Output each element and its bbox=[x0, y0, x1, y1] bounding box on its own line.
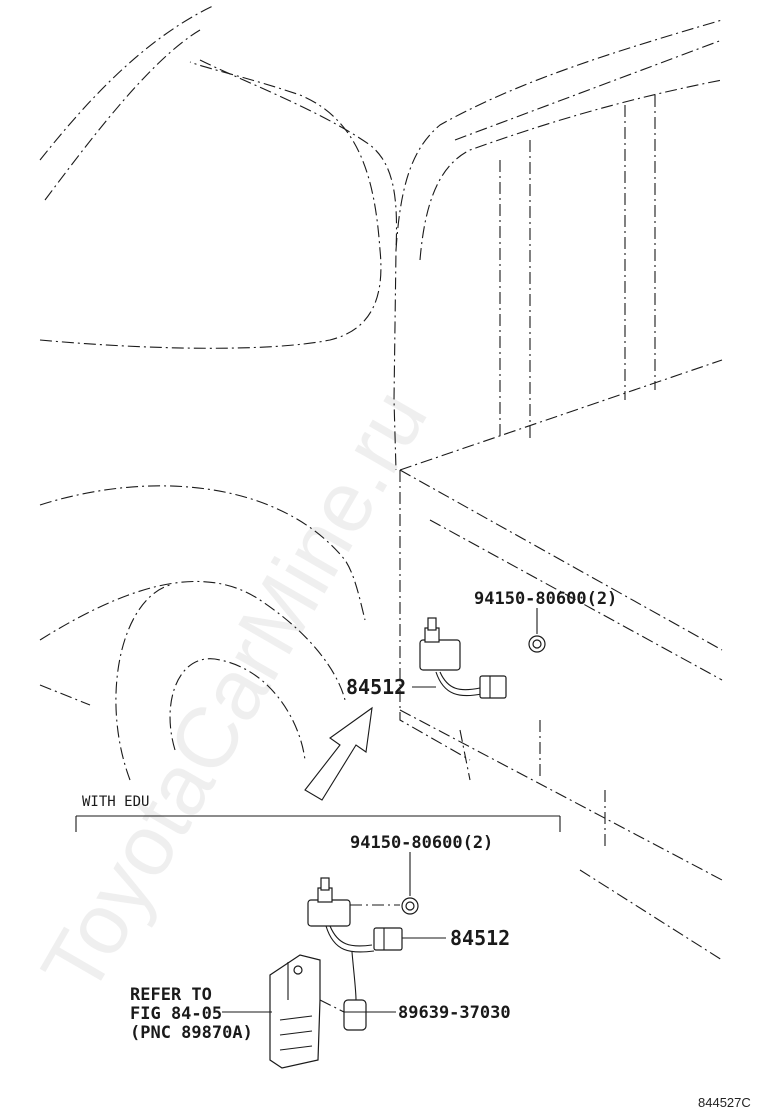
direction-arrow-icon bbox=[304, 706, 373, 801]
refer-line-3: (PNC 89870A) bbox=[130, 1023, 253, 1043]
bolt-icon bbox=[401, 897, 419, 915]
edu-sensor-part-number: 84512 bbox=[450, 926, 510, 950]
refer-line-2: FIG 84-05 bbox=[130, 1004, 222, 1024]
edu-unit-icon bbox=[269, 954, 321, 1069]
bolt-icon bbox=[528, 635, 546, 653]
figure-id: 844527C bbox=[698, 1095, 751, 1110]
refer-line-1: REFER TO bbox=[130, 985, 212, 1005]
edu-bolt-part-number: 94150-80600(2) bbox=[350, 833, 493, 853]
door-switch-icon bbox=[307, 877, 375, 953]
edu-guide-line bbox=[319, 999, 345, 1013]
bolt-part-number: 94150-80600(2) bbox=[474, 589, 617, 609]
connector-icon bbox=[479, 675, 507, 699]
edu-section-bracket bbox=[75, 815, 561, 832]
clamp-icon bbox=[343, 999, 367, 1031]
connector-icon bbox=[373, 927, 403, 951]
vehicle-outline bbox=[39, 4, 723, 961]
door-switch-icon bbox=[419, 617, 483, 697]
edu-clamp-part-number: 89639-37030 bbox=[398, 1003, 511, 1023]
sensor-part-number: 84512 bbox=[346, 675, 406, 699]
harness-wire bbox=[351, 951, 357, 1001]
section-label: WITH EDU bbox=[82, 794, 149, 810]
